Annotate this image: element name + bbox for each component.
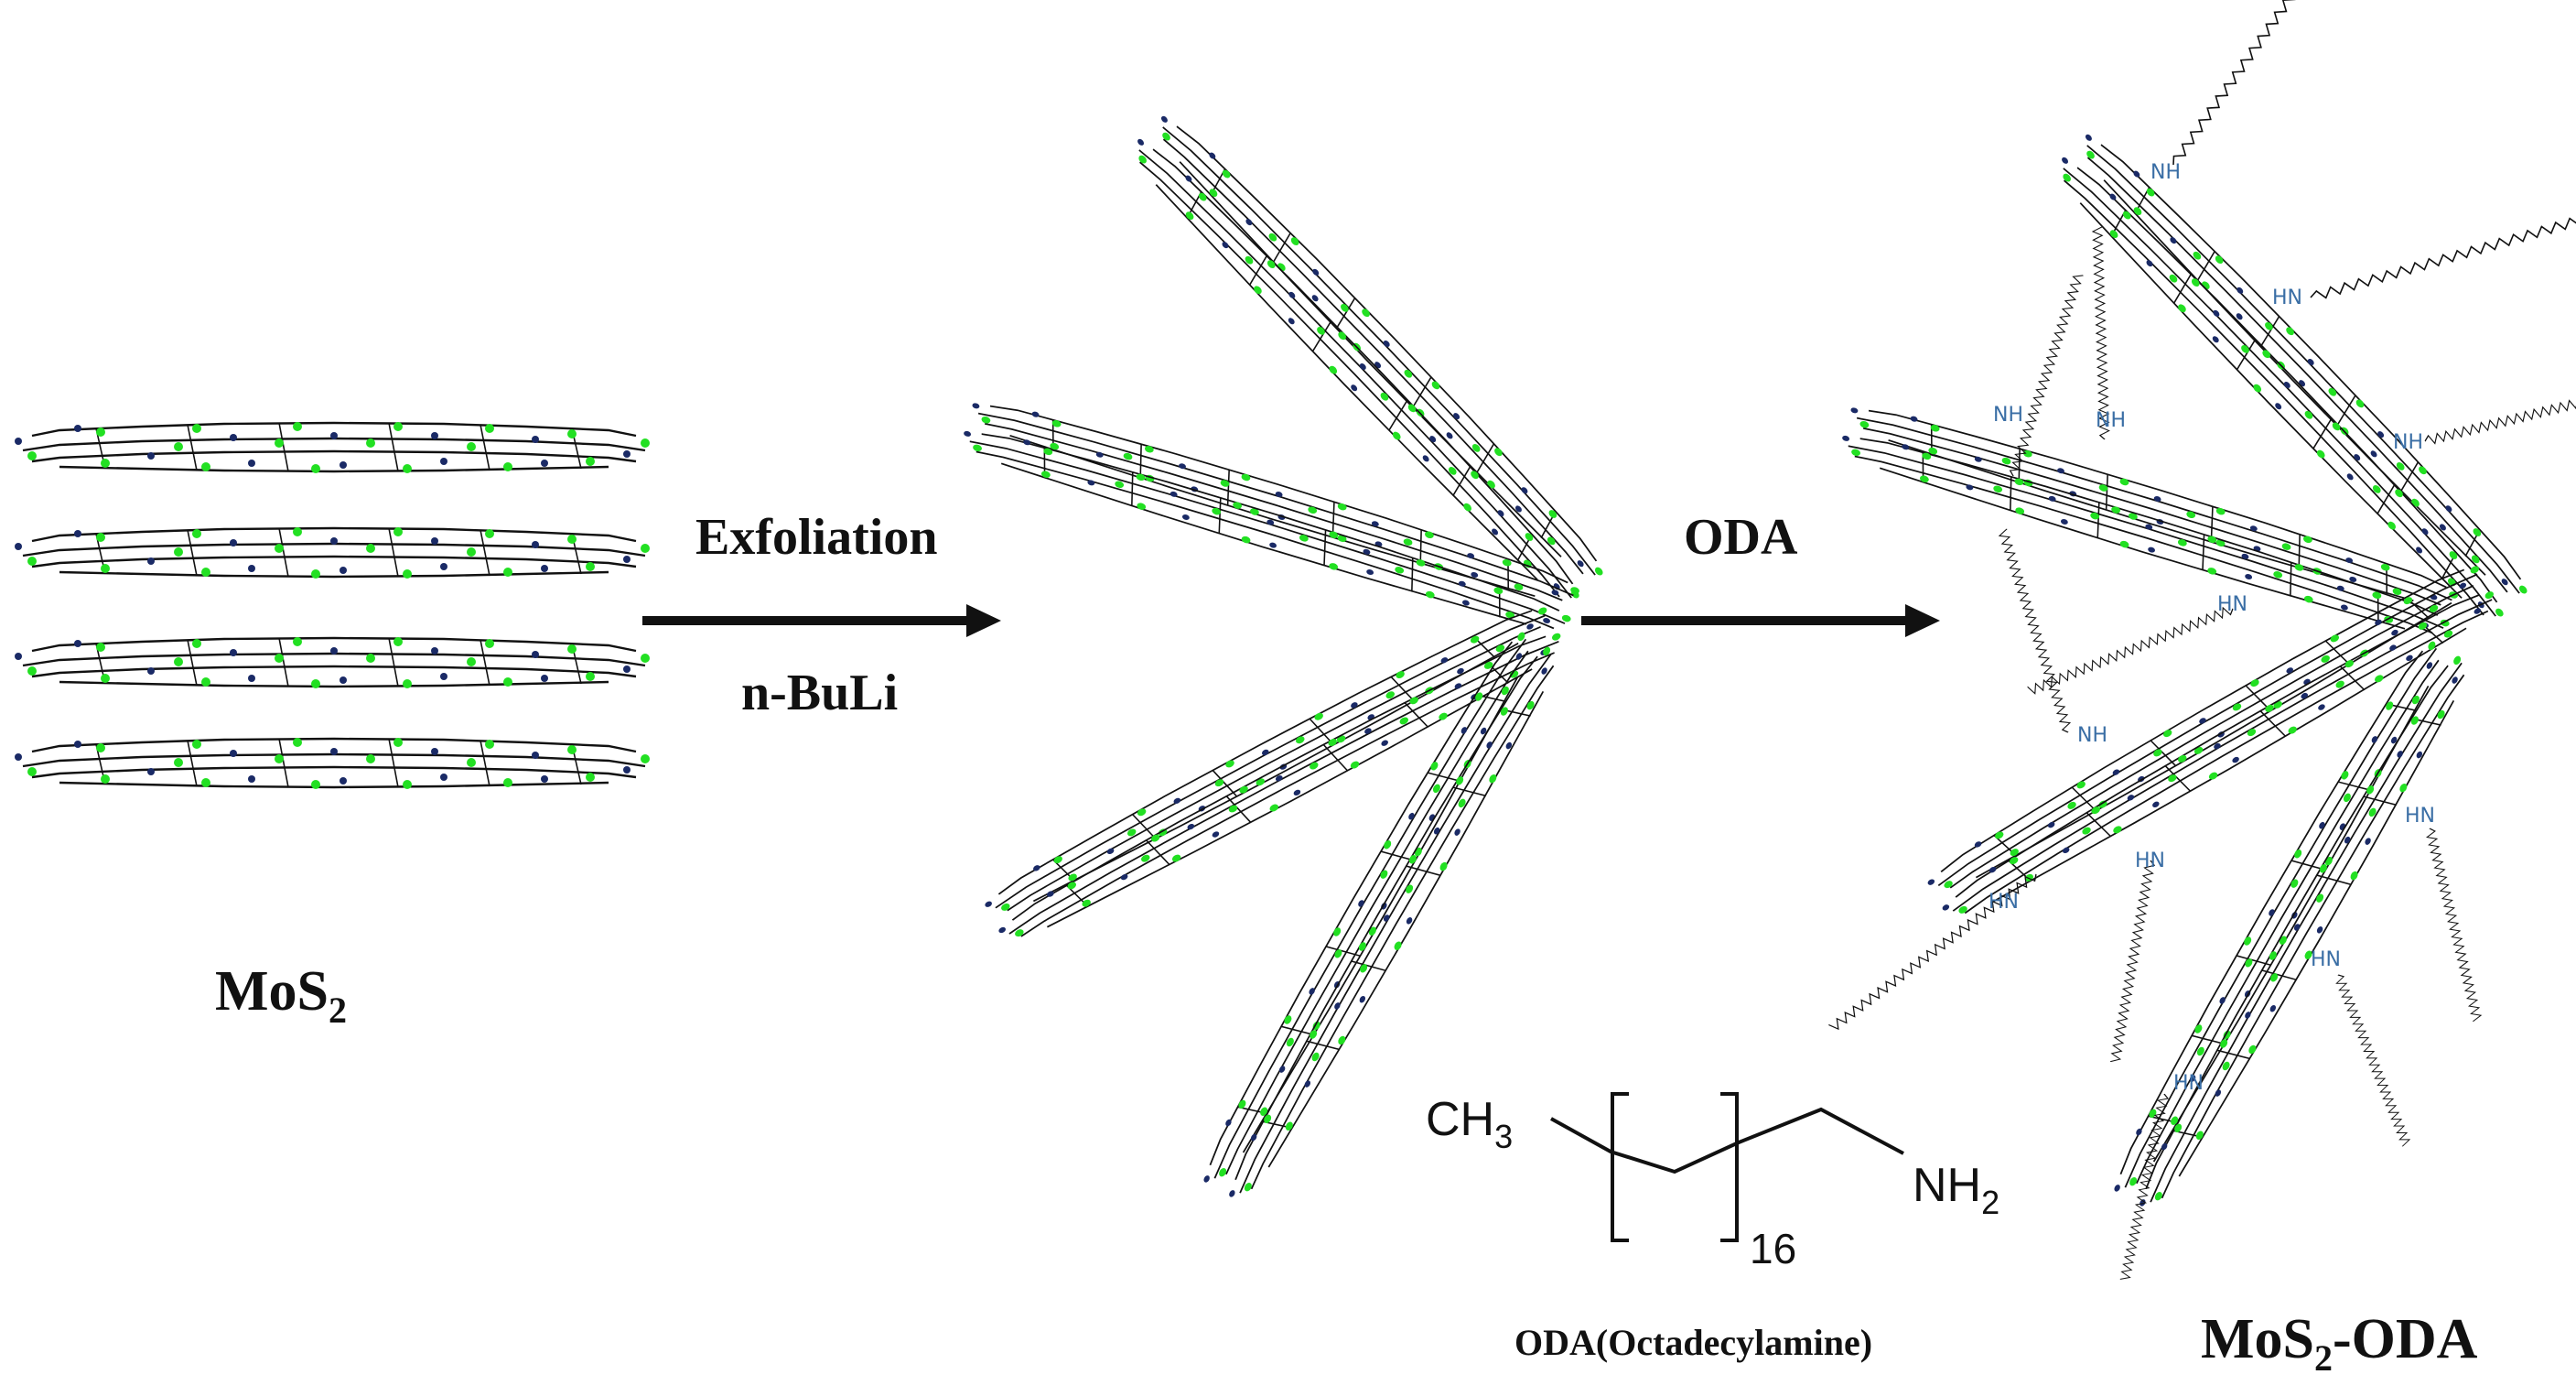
oda-chain [2424, 827, 2483, 1023]
product-sheet-lower [2104, 634, 2479, 1217]
mos2-layer-3 [13, 635, 652, 690]
amine-label: HN [2405, 805, 2435, 828]
amine-label: NH [2150, 161, 2181, 184]
oda-chain [2026, 603, 2236, 697]
oda-label: ODA [1684, 509, 1798, 566]
amine-label: HN [2217, 593, 2247, 616]
oda-chain [2109, 859, 2156, 1065]
oda-chain [2423, 381, 2576, 447]
exfoliation-label: Exfoliation [695, 509, 937, 566]
amine-label: HN [1989, 891, 2019, 914]
oda-arrow [1581, 604, 1940, 637]
exfoliated-sheets [957, 107, 1613, 1208]
product-sheet-middle-lower [1921, 555, 2504, 930]
amine-label: HN [2173, 1072, 2204, 1095]
amine-label: HN [2311, 948, 2341, 971]
oda-chain [2333, 972, 2412, 1148]
oda-chain [2308, 191, 2576, 303]
amine-label: HN [2135, 850, 2165, 872]
functionalized-sheets: NH NH HN NH NH HN NH HN HN HN HN HN [1827, 0, 2576, 1282]
amine-label: NH [2096, 409, 2126, 432]
mos2-label: MoS2 [215, 960, 347, 1031]
oda-caption: ODA(Octadecylamine) [1514, 1322, 1872, 1363]
repeat-count: 16 [1750, 1225, 1796, 1272]
amine-label: NH [2393, 431, 2423, 454]
exfoliation-arrow [642, 604, 1001, 637]
ch3-group: CH3 [1426, 1093, 1513, 1155]
nh2-group: NH2 [1913, 1159, 1999, 1221]
oda-chain [2092, 226, 2110, 440]
sheet-middle-upper [957, 392, 1584, 641]
oda-structure: CH3 16 NH2 [1426, 1092, 1999, 1272]
oda-chain [2169, 0, 2388, 168]
oda-chain [2008, 272, 2085, 479]
amine-linkers: NH NH HN NH NH HN NH HN HN HN HN HN [1989, 161, 2435, 1095]
bulk-mos2-stack [13, 420, 652, 791]
amine-label: NH [1993, 404, 2023, 427]
mos2-layer-4 [13, 736, 652, 791]
sheet-upper [1122, 107, 1613, 612]
oda-chain [2119, 1092, 2170, 1282]
amine-label: HN [2272, 287, 2302, 309]
mos2-layer-2 [13, 525, 652, 580]
product-sheet-middle-upper [1836, 396, 2463, 645]
mos2-layer-1 [13, 420, 652, 475]
product-sheet-upper [2046, 125, 2538, 631]
amine-label: NH [2077, 724, 2107, 747]
n-buli-label: n-BuLi [741, 665, 898, 721]
oda-chain [1997, 528, 2074, 735]
sheet-middle-lower [979, 595, 1571, 952]
product-label: MoS2-ODA [2201, 1308, 2478, 1379]
